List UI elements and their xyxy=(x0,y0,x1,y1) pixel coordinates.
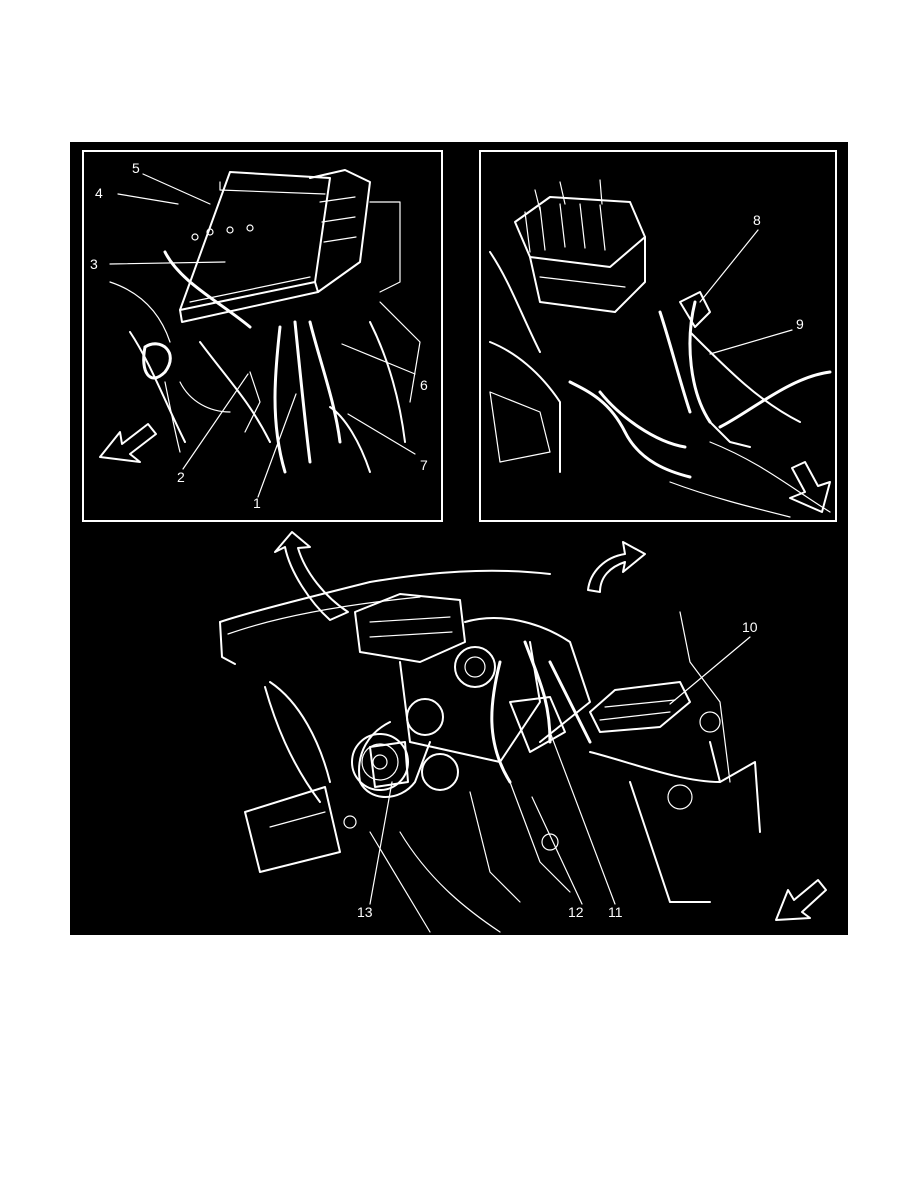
callout-2: 2 xyxy=(177,469,185,485)
inset-left-leaders xyxy=(109,173,416,498)
callout-13: 13 xyxy=(357,904,373,920)
callout-10: 10 xyxy=(742,619,758,635)
callout-12: 12 xyxy=(568,904,584,920)
engine-compartment-figure: 5 4 3 6 7 2 1 xyxy=(70,142,848,935)
direction-arrow-icon xyxy=(99,423,157,463)
callout-1: 1 xyxy=(253,495,261,511)
inset-left-harness xyxy=(109,201,421,474)
inset-right-frame xyxy=(479,150,837,522)
callout-3: 3 xyxy=(90,256,98,272)
figure-canvas: 5 4 3 6 7 2 1 xyxy=(82,150,837,933)
callout-11: 11 xyxy=(608,904,623,920)
engine-overview xyxy=(219,569,761,933)
callout-9: 9 xyxy=(796,316,804,332)
main-leaders xyxy=(369,636,751,905)
zoom-arrow-icon xyxy=(274,531,349,621)
inset-right-harness xyxy=(489,251,832,518)
inset-left: 5 4 3 6 7 2 1 xyxy=(82,150,443,522)
callout-6: 6 xyxy=(420,377,428,393)
inset-right-leaders xyxy=(699,229,793,355)
callout-8: 8 xyxy=(753,212,761,228)
callout-7: 7 xyxy=(420,457,428,473)
callout-4: 4 xyxy=(95,185,103,201)
zoom-arrow-icon xyxy=(587,541,646,593)
inset-left-fuse-block xyxy=(179,169,371,323)
inset-right-fuse-block xyxy=(514,179,646,313)
direction-arrow-icon xyxy=(775,879,827,921)
callout-5: 5 xyxy=(132,160,140,176)
inset-left-frame xyxy=(82,150,443,522)
direction-arrow-icon xyxy=(789,461,831,513)
inset-right: 8 9 xyxy=(479,150,837,522)
